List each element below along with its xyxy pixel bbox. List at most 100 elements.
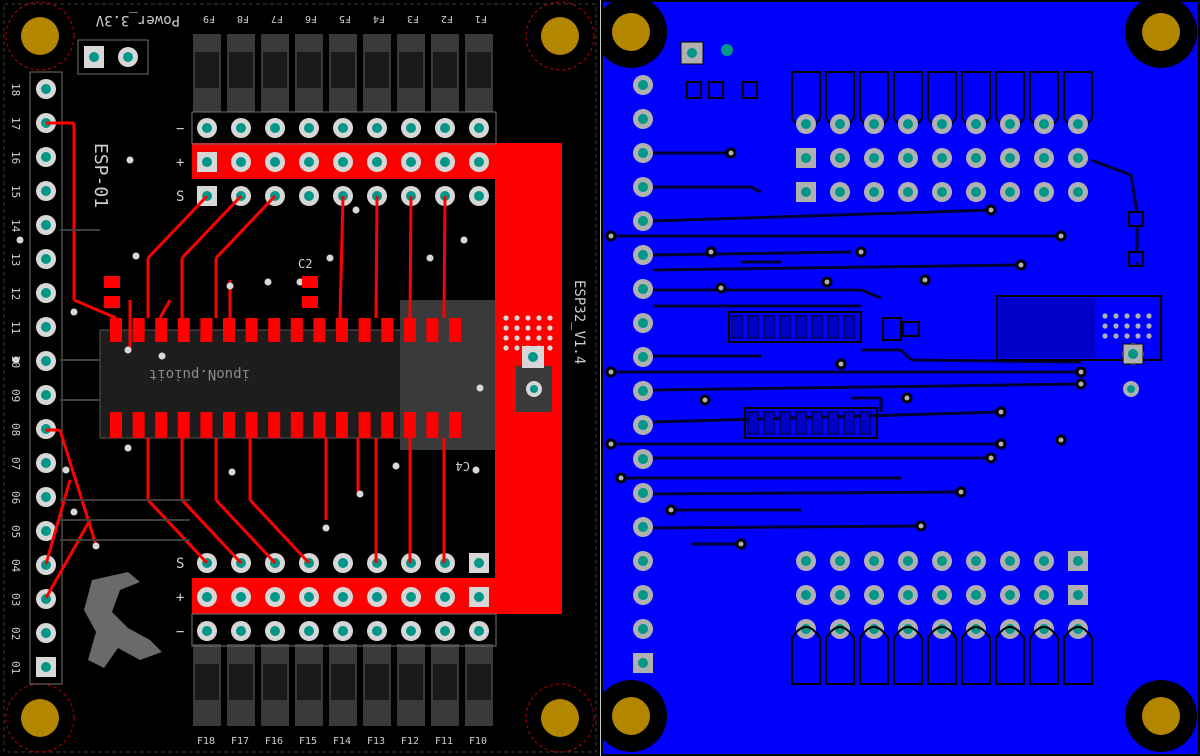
power-header-outline bbox=[77, 39, 149, 75]
bottom-header-pin bbox=[633, 483, 653, 503]
terminal-column-top bbox=[329, 34, 357, 206]
fuse-label-top: F6 bbox=[305, 13, 317, 24]
fuse-label-bottom: F15 bbox=[299, 736, 317, 747]
bottom-terminal-column bbox=[1063, 71, 1093, 685]
bottom-copper-pour bbox=[603, 2, 1198, 754]
module-name-text: ipuoN.puioit bbox=[149, 366, 250, 382]
bottom-ic-footprint-2 bbox=[744, 407, 878, 439]
terminal-column-top bbox=[295, 34, 323, 206]
header-pin bbox=[36, 589, 56, 609]
header-pin bbox=[36, 555, 56, 575]
mount-hole-tl-bottom bbox=[601, 0, 667, 68]
terminal-column-bottom bbox=[329, 553, 357, 726]
fuse-label-top: F2 bbox=[441, 13, 453, 24]
fuse-label-top: F5 bbox=[339, 13, 351, 24]
fuse-label-bottom: F13 bbox=[367, 736, 385, 747]
bottom-terminal-column bbox=[893, 71, 923, 685]
header-pin bbox=[36, 385, 56, 405]
bottom-header-pin bbox=[633, 109, 653, 129]
bottom-layer-canvas bbox=[601, 0, 1198, 754]
terminal-column-bottom bbox=[227, 553, 255, 726]
bottom-header-pin bbox=[633, 585, 653, 605]
bottom-header-pin bbox=[633, 177, 653, 197]
mount-hole-tl bbox=[5, 1, 75, 71]
c2-label: C2 bbox=[298, 257, 312, 271]
header-pin-label: 08 bbox=[9, 423, 22, 436]
header-pin bbox=[36, 623, 56, 643]
bottom-header-pin bbox=[633, 211, 653, 231]
header-pin bbox=[36, 249, 56, 269]
rail-signal-top: S bbox=[176, 189, 184, 205]
bottom-header-pin bbox=[633, 245, 653, 265]
header-pin-label: 15 bbox=[9, 185, 22, 198]
mount-hole-bl bbox=[5, 683, 75, 753]
rail-plus-top: + bbox=[176, 155, 184, 171]
header-pin-label: 01 bbox=[9, 661, 22, 674]
mount-hole-tr-bottom bbox=[1125, 0, 1197, 68]
mount-hole-br-bottom bbox=[1125, 680, 1197, 752]
bottom-terminal-column bbox=[859, 71, 889, 685]
rail-minus-bottom: − bbox=[176, 624, 184, 640]
fuse-label-top: F3 bbox=[407, 13, 419, 24]
bottom-layer-view bbox=[601, 0, 1200, 756]
top-layer-canvas: Power_3.3V ipuoN.puioit ESP-01 ESP32_V1.… bbox=[3, 1, 597, 753]
bottom-header-pin bbox=[633, 143, 653, 163]
header-pin-label: 14 bbox=[9, 219, 22, 233]
fuse-label-top: F8 bbox=[237, 13, 249, 24]
module-label: ESP-01 bbox=[90, 143, 111, 208]
header-pin-label: 12 bbox=[9, 287, 22, 300]
terminal-column-top bbox=[431, 34, 459, 206]
bottom-terminal-column bbox=[825, 71, 855, 685]
mount-hole-bl-bottom bbox=[601, 680, 667, 752]
top-layer-view: Power_3.3V ipuoN.puioit ESP-01 ESP32_V1.… bbox=[0, 0, 600, 756]
header-pin-label: 07 bbox=[9, 457, 22, 470]
fuse-label-bottom: F10 bbox=[469, 736, 487, 747]
fuse-label-bottom: F17 bbox=[231, 736, 249, 747]
fuse-label-bottom: F16 bbox=[265, 736, 283, 747]
fuse-label-bottom: F18 bbox=[197, 736, 215, 747]
terminal-column-top bbox=[227, 34, 255, 206]
header-pin bbox=[36, 181, 56, 201]
header-pin-label: 16 bbox=[9, 151, 22, 164]
bottom-terminal-column bbox=[961, 71, 991, 685]
bottom-header-pin bbox=[633, 313, 653, 333]
fuse-label-top: F9 bbox=[203, 13, 215, 24]
bottom-header-pin bbox=[633, 75, 653, 95]
header-pin-label: 06 bbox=[9, 491, 22, 504]
antenna-keepout bbox=[400, 300, 495, 450]
bottom-header-pin bbox=[633, 517, 653, 537]
c4-label: C4 bbox=[456, 459, 470, 473]
rail-signal-bottom: S bbox=[176, 556, 184, 572]
header-pin bbox=[36, 487, 56, 507]
rail-minus-top: − bbox=[176, 121, 184, 137]
terminal-column-bottom bbox=[261, 553, 289, 726]
header-pin-label: 04 bbox=[9, 559, 22, 573]
fuse-label-bottom: F11 bbox=[435, 736, 453, 747]
terminal-column-bottom bbox=[397, 553, 425, 726]
logo-graphic bbox=[84, 572, 162, 668]
terminal-column-bottom bbox=[465, 553, 493, 726]
header-pin bbox=[36, 317, 56, 337]
fuse-label-top: F1 bbox=[475, 13, 487, 24]
bottom-terminal-column bbox=[995, 71, 1025, 685]
board-outline bbox=[3, 3, 597, 753]
bottom-ic-footprint-1 bbox=[728, 311, 862, 343]
bottom-header-pin bbox=[633, 347, 653, 367]
header-pin-label: 02 bbox=[9, 627, 22, 640]
header-pin bbox=[36, 657, 56, 677]
header-pin bbox=[36, 453, 56, 473]
rail-plus-bottom: + bbox=[176, 590, 184, 606]
header-pin-label: 17 bbox=[9, 117, 22, 130]
terminal-column-top bbox=[193, 34, 221, 206]
header-pin-label: 18 bbox=[9, 83, 22, 96]
terminal-column-top bbox=[363, 34, 391, 206]
bottom-header-pin bbox=[633, 551, 653, 571]
header-pin-label: 11 bbox=[9, 321, 22, 334]
bottom-header-pin bbox=[633, 381, 653, 401]
header-pin bbox=[36, 79, 56, 99]
fuse-label-top: F4 bbox=[373, 13, 385, 24]
terminal-column-bottom bbox=[295, 553, 323, 726]
header-pin bbox=[36, 215, 56, 235]
header-pin-label: 05 bbox=[9, 525, 22, 538]
panel-divider bbox=[600, 0, 601, 756]
